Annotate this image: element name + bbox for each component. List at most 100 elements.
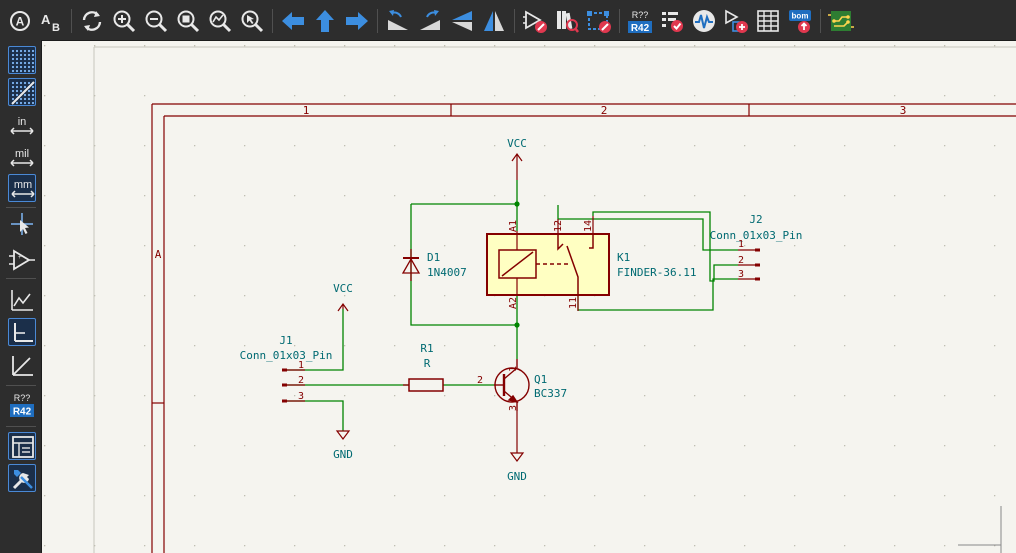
- left-toolbar: in mil mm + R??R42: [0, 40, 42, 553]
- simulator-icon: [693, 10, 715, 32]
- units-mm-button[interactable]: mm: [8, 174, 36, 202]
- annotate-schematic-button[interactable]: R??R42: [627, 8, 653, 34]
- j1-pin-2: 2: [298, 375, 304, 386]
- zoom-selection-button[interactable]: [239, 8, 265, 34]
- unit-mil-label: mil: [15, 148, 29, 160]
- unit-in-label: in: [18, 116, 27, 128]
- erc-button[interactable]: [659, 8, 685, 34]
- hierarchy-icon: [12, 436, 34, 458]
- bom-button[interactable]: bom: [787, 8, 813, 34]
- resistor-r1[interactable]: [403, 378, 444, 392]
- border-column-1: 1: [303, 104, 310, 117]
- hierarchy-navigator-button[interactable]: [8, 432, 36, 460]
- svg-text:B: B: [52, 22, 60, 34]
- j1-pin-1: 1: [298, 360, 304, 371]
- fields-table-button[interactable]: [755, 8, 781, 34]
- power-vcc-top[interactable]: [511, 152, 523, 180]
- pin-electrical-type-button[interactable]: +: [8, 246, 36, 274]
- annotate-badge-left-icon: R??R42: [10, 393, 34, 418]
- mirror-v-icon: [452, 11, 472, 31]
- transistor-q1[interactable]: [494, 359, 530, 411]
- units-mils-icon: mil: [10, 148, 34, 167]
- bom-label: bom: [792, 12, 809, 21]
- vcc-left-label: VCC: [333, 282, 353, 295]
- k1-ref: K1: [617, 251, 630, 264]
- refresh-button[interactable]: [79, 8, 105, 34]
- erc-icon: [662, 12, 683, 32]
- k1-pin-12: 12: [553, 220, 564, 232]
- library-browser-button[interactable]: [554, 8, 580, 34]
- line-mode-free-button[interactable]: [8, 286, 36, 314]
- j2-pin-2: 2: [738, 255, 744, 266]
- r1-value: R: [424, 357, 431, 370]
- drawing-frame: [151, 103, 1016, 553]
- symbol-editor-button[interactable]: [522, 8, 548, 34]
- up-button[interactable]: [312, 8, 338, 34]
- power-gnd-left[interactable]: [335, 430, 351, 440]
- annotate-button[interactable]: A: [7, 8, 33, 34]
- units-mm-icon: mm: [11, 179, 35, 198]
- line-mode-45-button[interactable]: [8, 352, 36, 380]
- pcb-editor-icon: [828, 11, 854, 31]
- back-button[interactable]: [280, 8, 306, 34]
- pcb-editor-button[interactable]: [828, 8, 854, 34]
- zoom-objects-button[interactable]: [207, 8, 233, 34]
- j1-pin-3: 3: [298, 391, 304, 402]
- units-inches-button[interactable]: in: [8, 112, 36, 140]
- units-mils-button[interactable]: mil: [8, 144, 36, 172]
- k1-value: FINDER-36.11: [617, 266, 696, 279]
- schematic-svg[interactable]: 1 2 3 A VCC: [42, 41, 1016, 553]
- zoom-fit-button[interactable]: [175, 8, 201, 34]
- pin-type-icon: +: [9, 249, 35, 271]
- line-mode-90-button[interactable]: [8, 318, 36, 346]
- line-90-icon: [14, 323, 33, 342]
- d1-value: 1N4007: [427, 266, 467, 279]
- zoom-fit-icon: [177, 10, 200, 33]
- line-45-icon: [12, 356, 33, 376]
- connector-j1[interactable]: [282, 368, 305, 403]
- assign-footprints-button[interactable]: [723, 8, 749, 34]
- svg-text:A: A: [16, 15, 25, 29]
- power-gnd-bottom[interactable]: [509, 411, 525, 462]
- zoom-in-button[interactable]: [111, 8, 137, 34]
- text-size-icon: AB: [41, 12, 60, 34]
- q1-pin-c: 1: [508, 366, 519, 372]
- tools-icon: [12, 470, 33, 490]
- rotate-cw-button[interactable]: [417, 8, 443, 34]
- j1-value: Conn_01x03_Pin: [240, 349, 333, 362]
- forward-button[interactable]: [344, 8, 370, 34]
- k1-pin-11: 11: [568, 297, 579, 309]
- grid-toggle-button[interactable]: [8, 46, 36, 74]
- zoom-selection-icon: [241, 10, 264, 33]
- simulator-button[interactable]: [691, 8, 717, 34]
- properties-panel-button[interactable]: [8, 464, 36, 492]
- symbol-from-sheet-button[interactable]: [586, 8, 612, 34]
- annotate-left-button[interactable]: R??R42: [8, 391, 36, 419]
- back-arrow-icon: [282, 12, 304, 30]
- annotate-badge-icon: R??R42: [628, 10, 652, 34]
- cursor-crosshair-button[interactable]: [8, 210, 36, 238]
- mirror-h-button[interactable]: [481, 8, 507, 34]
- mirror-v-button[interactable]: [449, 8, 475, 34]
- schematic-canvas[interactable]: 1 2 3 A VCC: [42, 41, 1016, 553]
- bom-icon: bom: [789, 10, 811, 33]
- relay-k1[interactable]: [486, 216, 610, 311]
- diode-d1[interactable]: [401, 249, 421, 281]
- zoom-out-button[interactable]: [143, 8, 169, 34]
- refresh-icon: [82, 11, 102, 31]
- junction-vcc: [514, 201, 520, 207]
- power-vcc-left[interactable]: [337, 302, 349, 312]
- rotate-ccw-button[interactable]: [385, 8, 411, 34]
- connector-j2[interactable]: [738, 248, 760, 281]
- up-arrow-icon: [316, 10, 334, 32]
- grid-icon: [11, 49, 35, 73]
- grid-overrides-button[interactable]: [8, 78, 36, 106]
- annotate-icon: A: [10, 11, 30, 31]
- svg-text:+: +: [18, 255, 22, 261]
- crosshair-cursor-icon: [11, 213, 33, 235]
- mirror-h-icon: [484, 11, 504, 31]
- symbol-from-sheet-icon: [587, 11, 611, 33]
- j2-pin-3: 3: [738, 269, 744, 280]
